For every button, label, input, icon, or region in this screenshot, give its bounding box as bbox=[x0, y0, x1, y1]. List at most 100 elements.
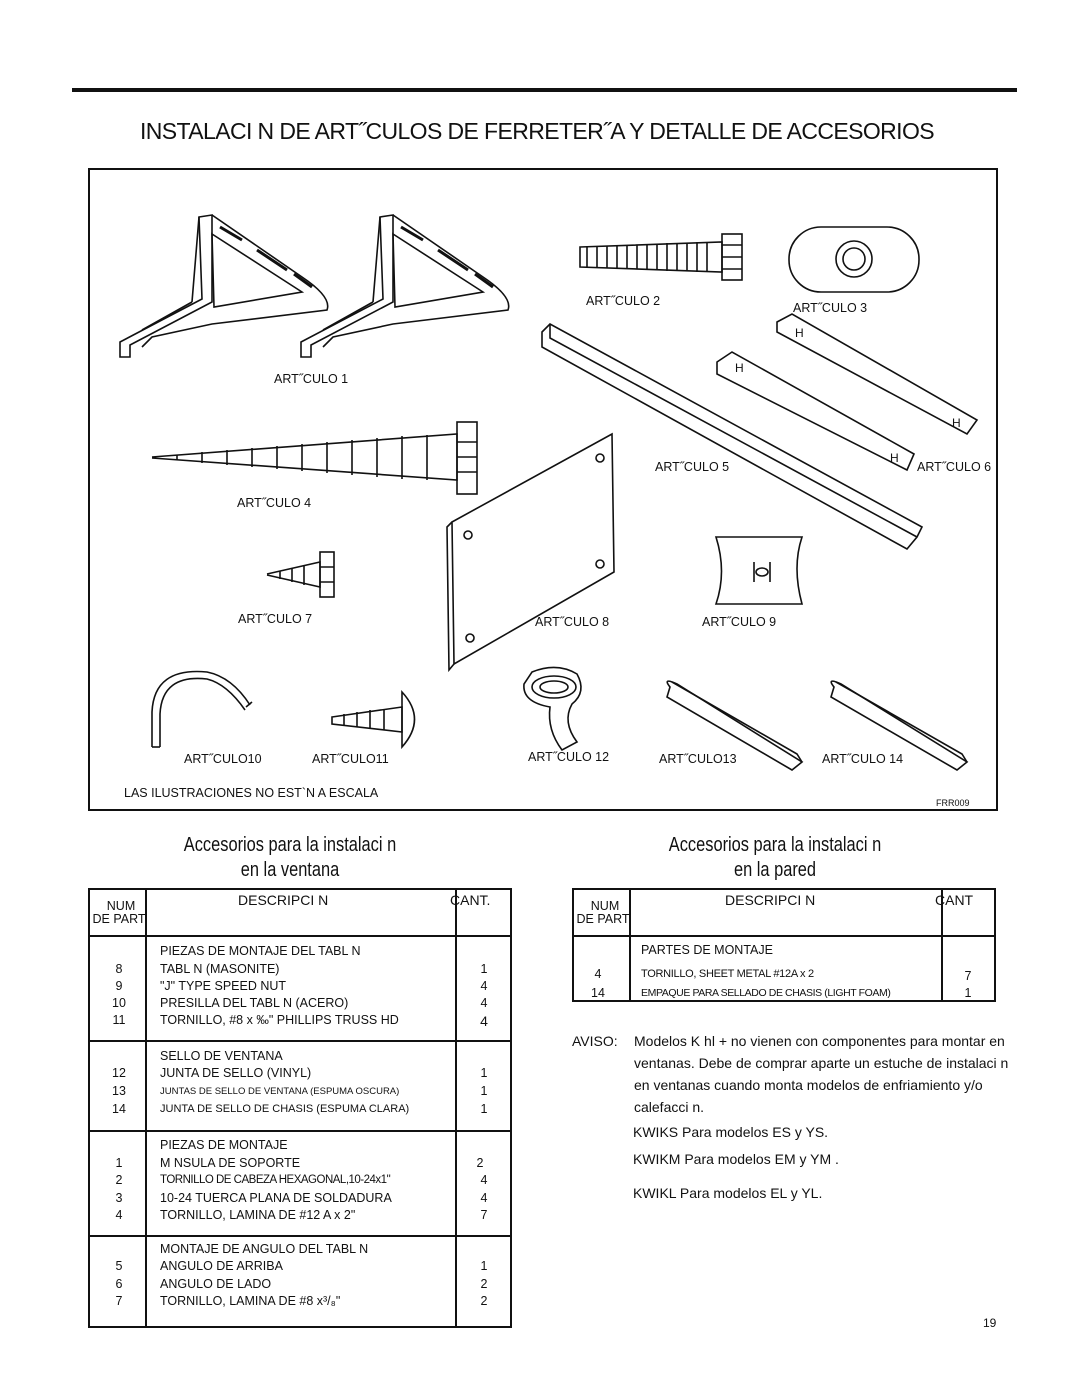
aviso-label: AVISO: bbox=[572, 1033, 618, 1049]
figure-code: FRR009 bbox=[936, 798, 970, 808]
part-quantity: 1 bbox=[480, 1102, 488, 1116]
wall-parts-table bbox=[572, 888, 996, 1002]
part-description: JUNTAS DE SELLO DE VENTANA (ESPUMA OSCUR… bbox=[160, 1086, 400, 1097]
part-quantity: 4 bbox=[480, 1191, 488, 1205]
wall-heading: Accesorios para la instalaci n en la par… bbox=[652, 833, 898, 883]
part-quantity: 2 bbox=[480, 1294, 488, 1308]
part-quantity: 1 bbox=[480, 962, 488, 976]
part-description: TORNILLO, #8 x ‰" PHILLIPS TRUSS HD bbox=[160, 1013, 399, 1027]
window-col-num-1: NUM bbox=[106, 899, 136, 913]
aviso-text: Modelos K hl + no vienen con componentes… bbox=[634, 1030, 1008, 1118]
window-parts-table bbox=[88, 888, 512, 1328]
part-quantity: 4 bbox=[480, 1173, 488, 1187]
label-article-11: ART˝CULO11 bbox=[312, 752, 389, 766]
wall-group-title: PARTES DE MONTAJE bbox=[641, 943, 773, 957]
part-quantity: 4 bbox=[480, 996, 488, 1010]
part-quantity: 4 bbox=[480, 979, 488, 993]
speed-nut-drawing bbox=[714, 536, 804, 605]
part-number: 14 bbox=[591, 986, 605, 1000]
truss-screw-drawing bbox=[331, 689, 416, 750]
part-quantity: 1 bbox=[480, 1066, 488, 1080]
part-quantity: 1 bbox=[480, 1259, 488, 1273]
part-number: 9 bbox=[115, 979, 123, 993]
part-number: 3 bbox=[115, 1191, 123, 1205]
part-description: JUNTA DE SELLO DE CHASIS (ESPUMA CLARA) bbox=[160, 1103, 410, 1115]
part-number: 2 bbox=[115, 1173, 123, 1187]
window-group-title: PIEZAS DE MONTAJE DEL TABL N bbox=[160, 944, 361, 958]
part-description: 10-24 TUERCA PLANA DE SOLDADURA bbox=[160, 1191, 392, 1205]
label-article-5: ART˝CULO 5 bbox=[655, 460, 730, 474]
aviso-line: ventanas. Debe de comprar aparte un estu… bbox=[634, 1055, 1009, 1071]
label-article-9: ART˝CULO 9 bbox=[702, 615, 777, 629]
part-number: 11 bbox=[112, 1013, 126, 1027]
part-number: 13 bbox=[112, 1084, 126, 1098]
wall-col-num-1: NUM bbox=[590, 899, 620, 913]
label-article-3: ART˝CULO 3 bbox=[793, 301, 868, 315]
bracket-drawing-1 bbox=[119, 214, 329, 358]
label-article-2: ART˝CULO 2 bbox=[586, 294, 661, 308]
part-number: 6 bbox=[115, 1277, 123, 1291]
window-heading: Accesorios para la instalaci n en la ven… bbox=[167, 833, 413, 883]
window-col-qty: CANT. bbox=[450, 892, 491, 908]
wall-heading-line1: Accesorios para la instalaci n bbox=[668, 834, 882, 856]
window-group-title: MONTAJE DE ANGULO DEL TABL N bbox=[160, 1242, 369, 1256]
wall-col-desc: DESCRIPCI N bbox=[725, 892, 816, 908]
window-col-desc: DESCRIPCI N bbox=[238, 892, 329, 908]
part-description: JUNTA DE SELLO (VINYL) bbox=[160, 1066, 312, 1080]
window-group-title: PIEZAS DE MONTAJE bbox=[160, 1138, 288, 1152]
top-rule bbox=[72, 88, 1017, 92]
kit-item: KWIKL Para modelos EL y YL. bbox=[633, 1185, 823, 1201]
label-article-4: ART˝CULO 4 bbox=[237, 496, 312, 510]
not-to-scale-note: LAS ILUSTRACIONES NO EST`N A ESCALA bbox=[124, 786, 379, 800]
hardware-illustrations: H H H H bbox=[119, 214, 979, 771]
foam-strip-13-drawing bbox=[666, 680, 804, 771]
hex-bolt-drawing bbox=[579, 233, 743, 281]
kit-item: KWIKS Para modelos ES y YS. bbox=[633, 1124, 829, 1140]
window-heading-line2: en la ventana bbox=[240, 859, 340, 881]
part-number: 7 bbox=[115, 1294, 123, 1308]
part-number: 5 bbox=[115, 1259, 123, 1273]
part-number: 4 bbox=[594, 967, 602, 981]
label-article-10: ART˝CULO10 bbox=[184, 752, 262, 766]
part-quantity: 7 bbox=[480, 1208, 488, 1222]
part-description: TORNILLO DE CABEZA HEXAGONAL,10-24x1" bbox=[160, 1174, 391, 1186]
page-title: INSTALACI N DE ART˝CULOS DE FERRETER˝A Y… bbox=[140, 118, 935, 144]
part-description: ANGULO DE ARRIBA bbox=[160, 1259, 283, 1273]
label-article-6: ART˝CULO 6 bbox=[917, 460, 992, 474]
svg-text:H: H bbox=[890, 451, 899, 465]
wall-col-num-2: DE PART bbox=[576, 912, 630, 926]
label-article-12: ART˝CULO 12 bbox=[528, 750, 610, 764]
part-quantity: 4 bbox=[480, 1013, 488, 1029]
part-description: TORNILLO, LAMINA DE #12 A x 2" bbox=[160, 1208, 356, 1222]
svg-text:H: H bbox=[795, 326, 804, 340]
window-group-title: SELLO DE VENTANA bbox=[160, 1049, 283, 1063]
part-description: EMPAQUE PARA SELLADO DE CHASIS (LIGHT FO… bbox=[641, 987, 891, 999]
part-quantity: 1 bbox=[480, 1084, 488, 1098]
window-heading-line1: Accesorios para la instalaci n bbox=[183, 834, 397, 856]
part-number: 12 bbox=[112, 1066, 126, 1080]
part-number: 1 bbox=[115, 1156, 123, 1170]
window-col-num-2: DE PART bbox=[92, 912, 146, 926]
svg-text:H: H bbox=[735, 361, 744, 375]
seal-roll-drawing bbox=[523, 666, 582, 752]
part-description: TORNILLO, LAMINA DE #8 x³/₈" bbox=[160, 1294, 341, 1308]
label-article-14: ART˝CULO 14 bbox=[822, 752, 904, 766]
part-description: ANGULO DE LADO bbox=[160, 1277, 272, 1291]
long-screw-drawing bbox=[151, 421, 478, 495]
wall-heading-line2: en la pared bbox=[733, 859, 817, 881]
angle-side-drawing: H H H H bbox=[716, 313, 979, 472]
part-description: M NSULA DE SOPORTE bbox=[160, 1156, 301, 1170]
part-number: 8 bbox=[115, 962, 123, 976]
angle-top-drawing bbox=[541, 323, 924, 551]
kit-item: KWIKM Para modelos EM y YM . bbox=[633, 1151, 839, 1167]
part-description: TORNILLO, SHEET METAL #12A x 2 bbox=[641, 968, 814, 980]
part-quantity: 2 bbox=[480, 1277, 488, 1291]
small-screw-drawing bbox=[266, 551, 335, 598]
label-article-1: ART˝CULO 1 bbox=[274, 372, 349, 386]
panel-drawing bbox=[446, 432, 615, 673]
part-quantity: 7 bbox=[964, 969, 972, 983]
part-number: 14 bbox=[112, 1102, 126, 1116]
clip-drawing bbox=[151, 670, 253, 748]
label-article-8: ART˝CULO 8 bbox=[535, 615, 610, 629]
label-article-13: ART˝CULO13 bbox=[659, 752, 737, 766]
